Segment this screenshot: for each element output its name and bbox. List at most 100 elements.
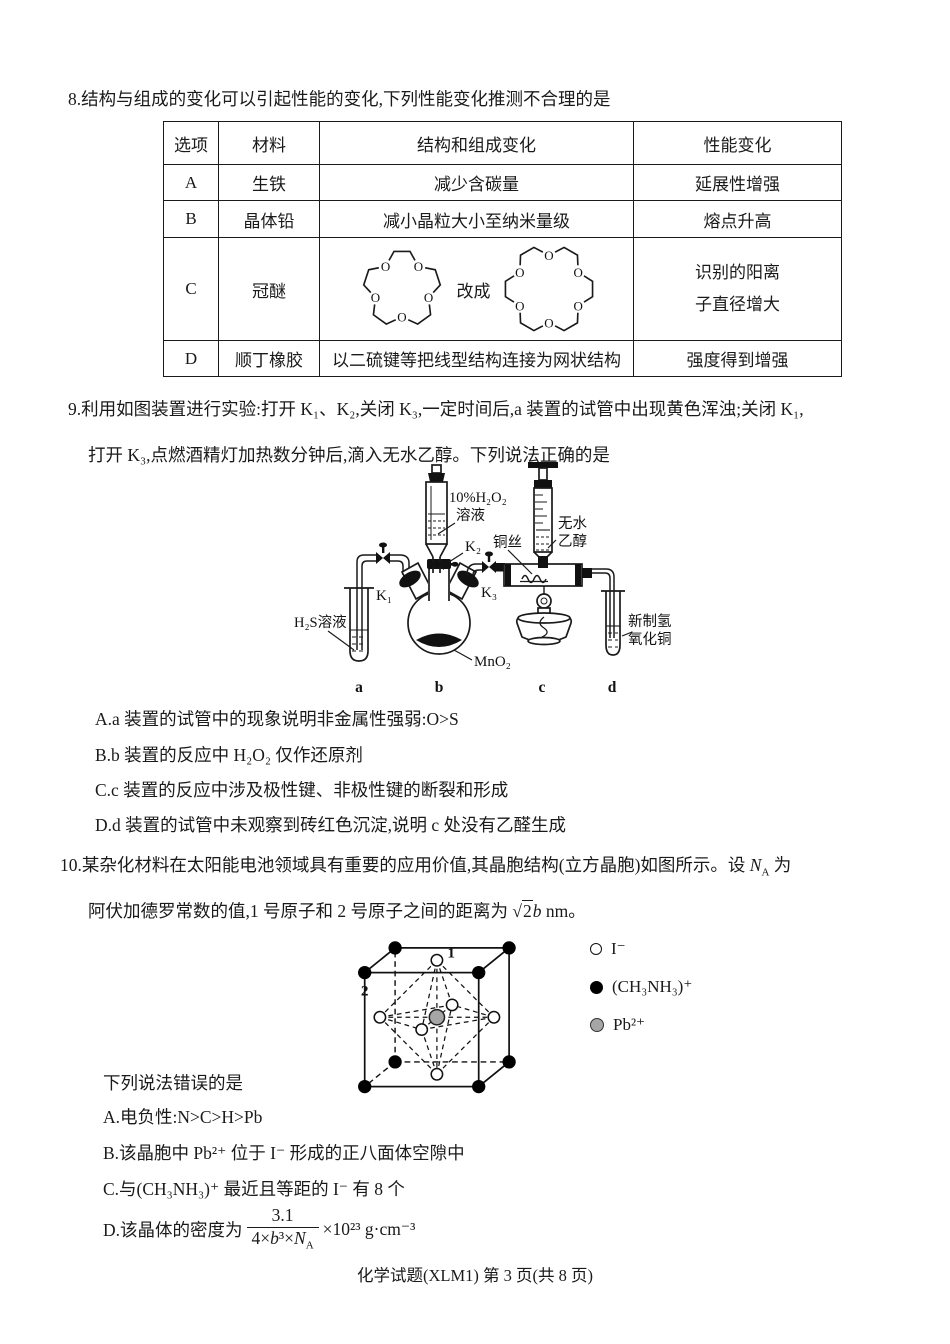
q8-header-material: 材料: [218, 121, 320, 165]
face-center-atoms: [373, 953, 501, 1081]
k3-label: K₃: [481, 585, 497, 601]
label-c: c: [539, 679, 546, 696]
stopcock-k1: [376, 542, 390, 564]
q8-a-effect: 延展性增强: [633, 164, 842, 201]
three-neck-flask: [399, 559, 479, 655]
h2s-label: H₂S溶液: [294, 614, 347, 631]
q8-stem: 8.结构与组成的变化可以引起性能的变化,下列性能变化推测不合理的是: [68, 89, 611, 109]
alcohol-lamp: [515, 586, 573, 646]
filled-circle-icon: [590, 980, 603, 994]
h2o2-label-line1: 10%H₂O₂: [449, 490, 507, 506]
table-row: A 生铁 减少含碳量 延展性增强: [163, 164, 842, 201]
svg-text:O: O: [423, 290, 432, 305]
cuoh-label-line2: 氧化铜: [628, 631, 672, 648]
label-a: a: [355, 679, 363, 696]
atom2-label: 2: [361, 982, 369, 999]
q8-header-row: 选项 材料 结构和组成变化 性能变化: [163, 121, 842, 165]
table-row: B 晶体铅 减小晶粒大小至纳米量级 熔点升高: [163, 200, 842, 238]
q8-header-option: 选项: [163, 121, 219, 165]
k2-label: K₂: [465, 539, 481, 555]
q8-b-option: B: [163, 200, 219, 238]
sqrt-radicand: 2: [521, 900, 533, 921]
q8-d-material: 顺丁橡胶: [218, 340, 320, 377]
q10-stem1-text: 10.某杂化材料在太阳能电池领域具有重要的应用价值,其晶胞结构(立方晶胞)如图所…: [60, 855, 750, 875]
svg-text:O: O: [573, 298, 582, 313]
copper-wire-label: 铜丝: [493, 534, 522, 551]
den-subscript: A: [305, 1239, 314, 1252]
svg-text:O: O: [515, 298, 524, 313]
distance-variable: b: [532, 901, 542, 921]
svg-text:O: O: [515, 265, 524, 280]
sqrt-sign: √: [512, 901, 522, 921]
q10-stem-line1: 10.某杂化材料在太阳能电池领域具有重要的应用价值,其晶胞结构(立方晶胞)如图所…: [60, 852, 791, 879]
k1-label: K₁: [376, 588, 392, 604]
q9-option-d: D.d 装置的试管中未观察到砖红色沉淀,说明 c 处没有乙醛生成: [95, 815, 567, 835]
q10-stem2-text: 阿伏加德罗常数的值,1 号原子和 2 号原子之间的距离为: [88, 901, 513, 921]
ethanol-label-line1: 无水: [558, 515, 587, 532]
apparatus-diagram: K₁ MnO₂: [294, 462, 672, 696]
svg-text:O: O: [544, 315, 553, 330]
q8-d-option: D: [163, 340, 219, 377]
q10-option-b: B.该晶胞中 Pb²⁺ 位于 I⁻ 形成的正八面体空隙中: [103, 1143, 465, 1163]
q8-c-effect: 识别的阳离 子直径增大: [633, 237, 842, 341]
avogadro-symbol: N: [749, 855, 762, 875]
q8-c-material: 冠醚: [218, 237, 320, 341]
q10-prompt: 下列说法错误的是: [103, 1073, 243, 1093]
center-atom-pb: [428, 1008, 446, 1026]
q8-b-effect: 熔点升高: [633, 200, 842, 238]
crystal-cell-diagram: 1 2: [358, 941, 516, 1094]
q10-option-a: A.电负性:N>C>H>Pb: [103, 1107, 263, 1127]
fraction-numerator: 3.1: [271, 1205, 294, 1225]
q8-c-effect-line1: 识别的阳离: [695, 262, 780, 282]
mno2-label: MnO₂: [474, 654, 511, 670]
q8-c-effect-line2: 子直径增大: [695, 295, 780, 314]
q8-b-material: 晶体铅: [218, 200, 320, 238]
q10-stem-line2: 阿伏加德罗常数的值,1 号原子和 2 号原子之间的距离为 √2b nm。: [88, 898, 586, 923]
q10-stem2-tail: nm。: [541, 901, 586, 921]
q8-d-change: 以二硫键等把线型结构连接为网状结构: [319, 340, 634, 377]
avogadro-subscript: A: [761, 866, 770, 879]
crown-change-label: 改成: [456, 281, 491, 301]
ethanol-label-line2: 乙醇: [558, 533, 587, 550]
octahedron-edges: [379, 959, 495, 1075]
stopcock-k3: [482, 551, 505, 573]
atom1-label: 1: [447, 944, 455, 961]
legend-label: (CH₃NH₃)⁺: [612, 977, 693, 996]
corner-atoms: [358, 941, 516, 1094]
crystal-legend: I⁻ (CH₃NH₃)⁺ Pb²⁺: [590, 938, 692, 1036]
q10-option-d: D.该晶体的密度为 3.1 4×b³×NA ×10²³ g·cm⁻³: [103, 1205, 415, 1253]
legend-item-iodide: I⁻: [590, 938, 692, 960]
q10-d-prefix: D.该晶体的密度为: [103, 1219, 243, 1240]
label-b: b: [435, 679, 444, 696]
page-footer: 化学试题(XLM1) 第 3 页(共 8 页): [356, 1266, 594, 1285]
dropping-funnel: [425, 464, 448, 573]
q8-d-effect: 强度得到增强: [633, 340, 842, 377]
svg-text:O: O: [370, 290, 379, 305]
q9-stem-line2: 打开 K₃,点燃酒精灯加热数分钟后,滴入无水乙醇。下列说法正确的是: [88, 445, 610, 465]
label-d: d: [608, 679, 617, 696]
gray-circle-icon: [590, 1018, 604, 1032]
q8-header-change: 结构和组成变化: [319, 121, 634, 165]
q9-option-a: A.a 装置的试管中的现象说明非金属性强弱:O>S: [95, 709, 459, 729]
q9-stem-line1: 9.利用如图装置进行实验:打开 K₁、K₂,关闭 K₃,一定时间后,a 装置的试…: [68, 399, 804, 419]
q8-header-effect: 性能变化: [633, 121, 842, 165]
q8-a-material: 生铁: [218, 164, 320, 201]
q10-d-suffix: ×10²³ g·cm⁻³: [322, 1218, 416, 1239]
den-part: 4×: [251, 1227, 271, 1248]
q10-stem1-tail: 为: [769, 855, 792, 875]
table-row: D 顺丁橡胶 以二硫键等把线型结构连接为网状结构 强度得到增强: [163, 340, 842, 377]
test-tube-d: [601, 590, 625, 656]
gas-pipe-right: [466, 563, 482, 576]
fraction-denominator: 4×b³×NA: [246, 1226, 319, 1253]
legend-item-methylammonium: (CH₃NH₃)⁺: [590, 976, 692, 998]
density-fraction: 3.1 4×b³×NA: [246, 1205, 319, 1253]
svg-text:O: O: [544, 248, 553, 263]
q8-a-change: 减少含碳量: [319, 164, 634, 201]
syringe: [528, 462, 558, 568]
q8-c-option: C: [163, 237, 219, 341]
den-variable-n: N: [294, 1227, 306, 1248]
